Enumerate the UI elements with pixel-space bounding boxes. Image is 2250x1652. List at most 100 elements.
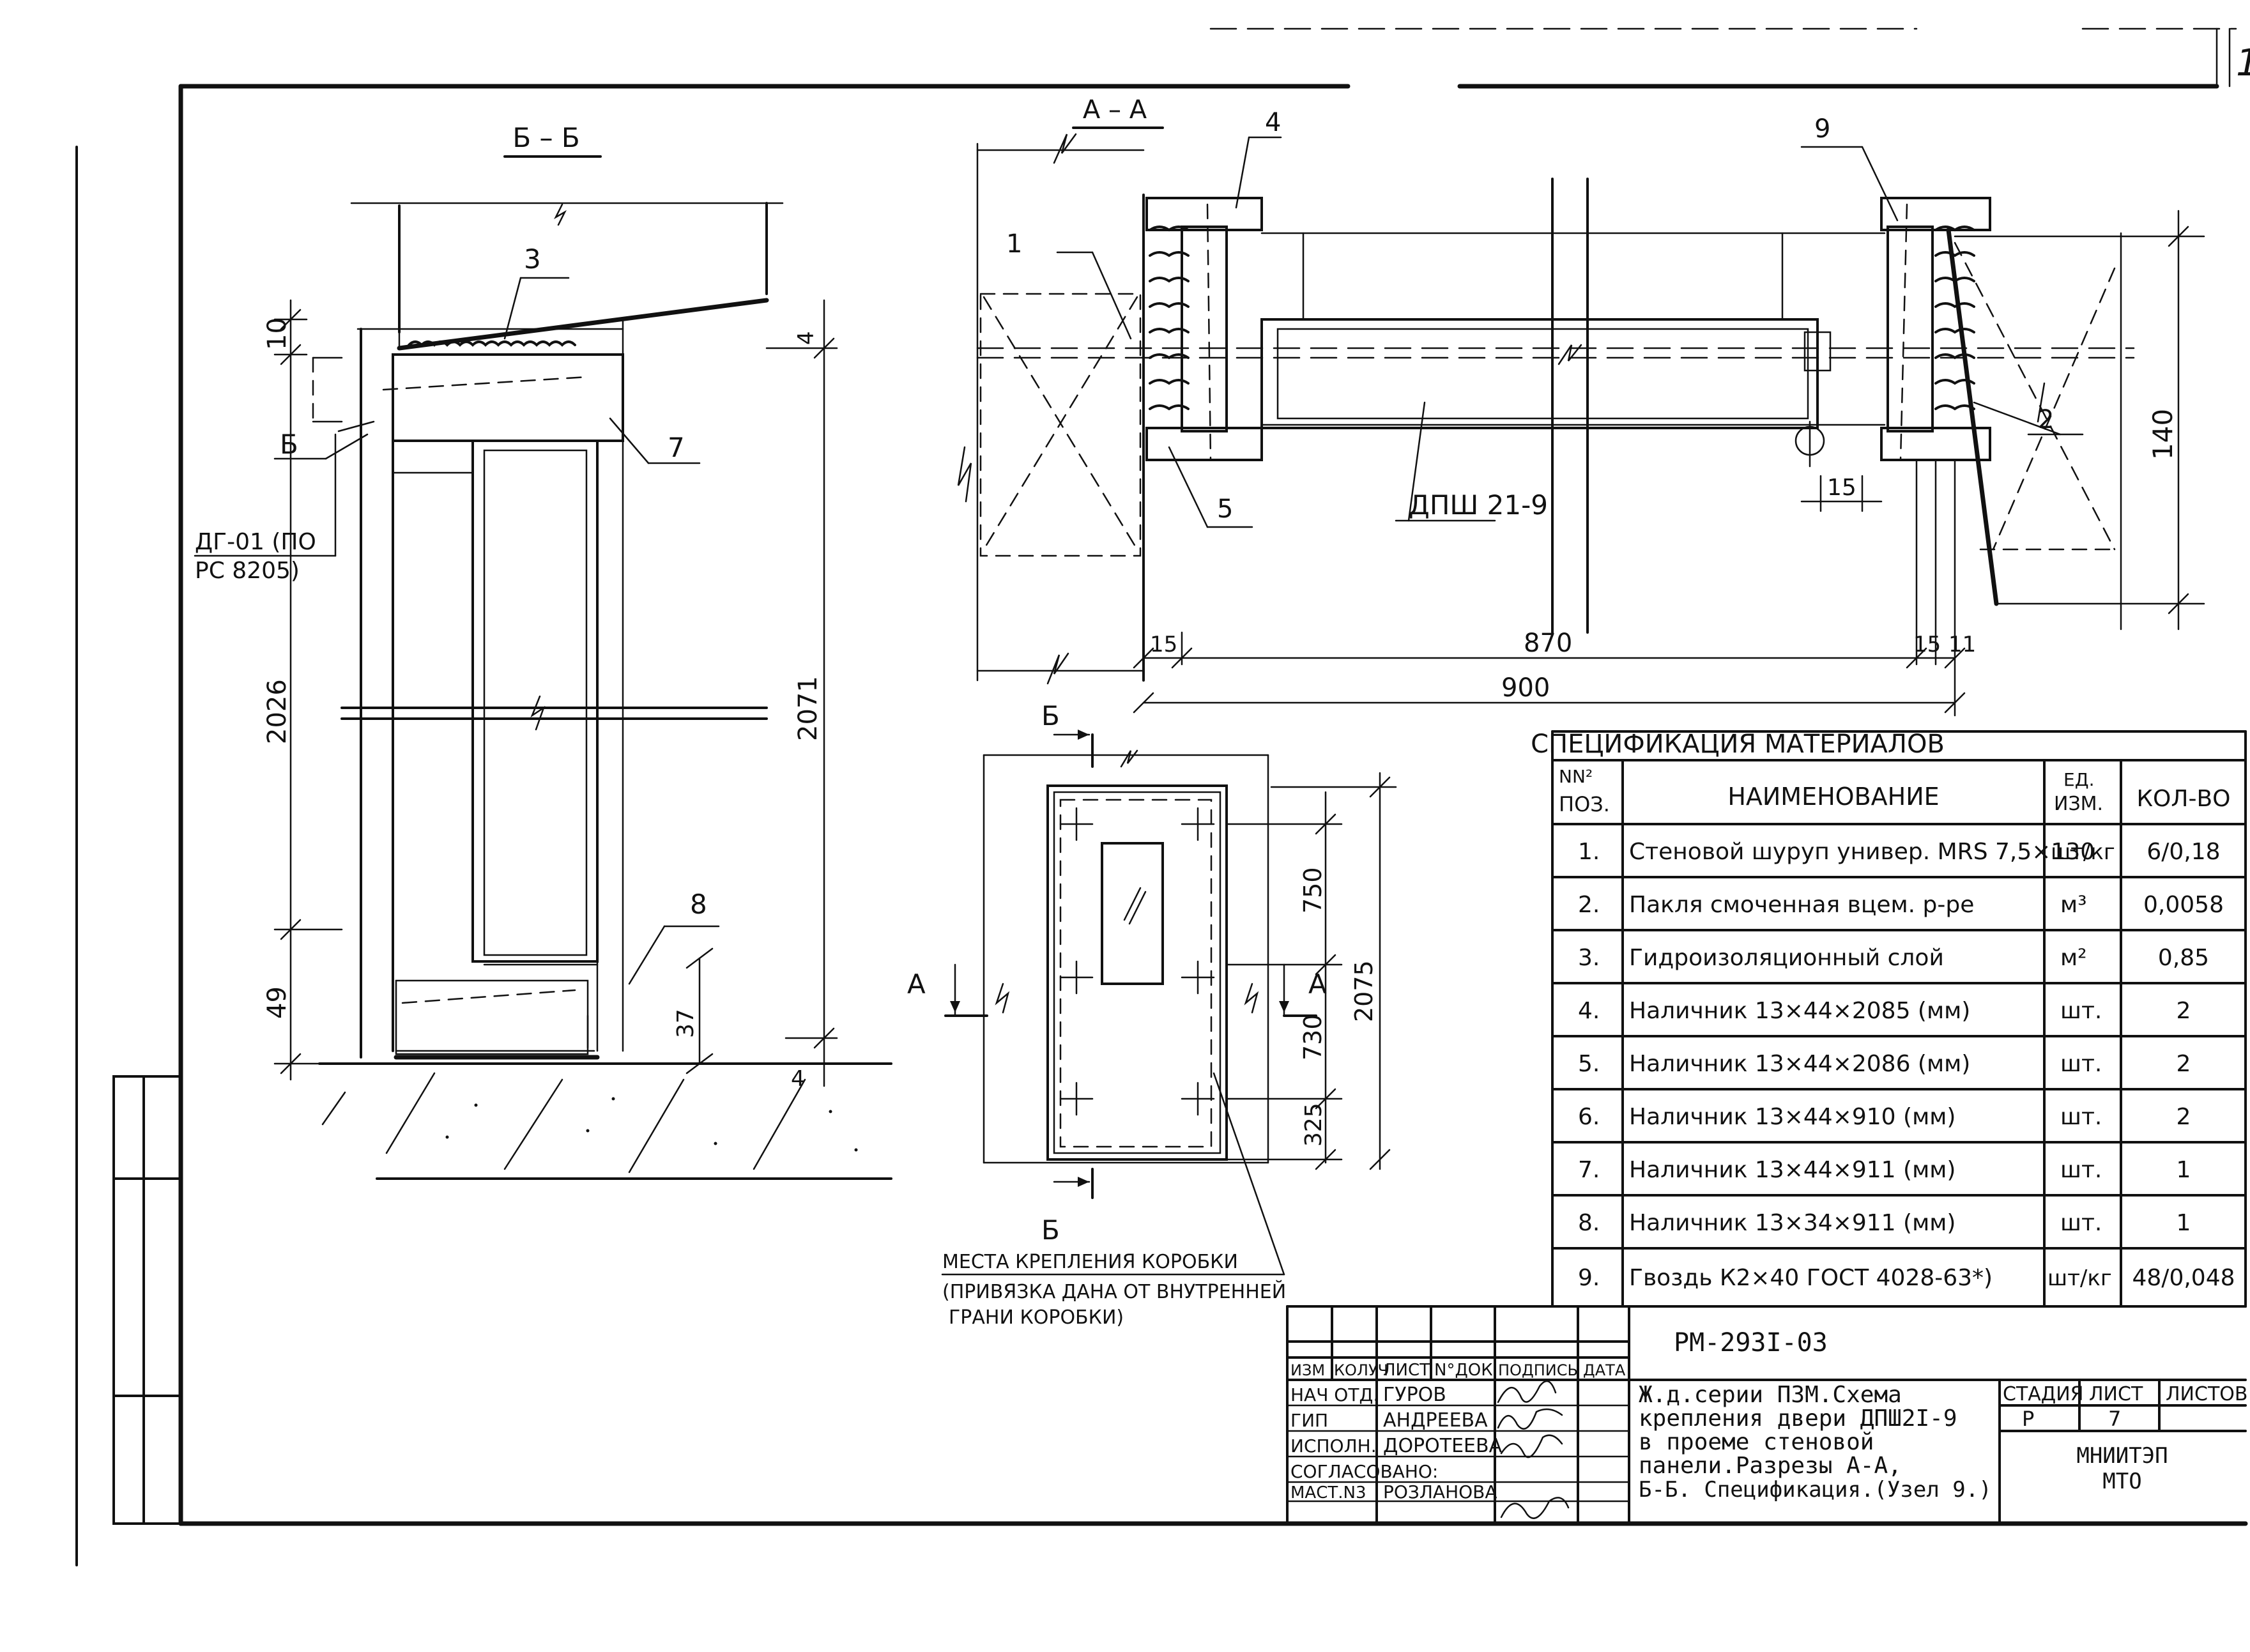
spec-row-qty: 1: [2177, 1210, 2191, 1236]
aa-dim-11: 11: [1948, 632, 1976, 657]
spec-row-num: 9.: [1578, 1265, 1600, 1291]
elev-dim-750: 750: [1299, 867, 1327, 914]
tb-role: ИСПОЛН.: [1290, 1435, 1377, 1457]
spec-row-unit: шт.: [2060, 1210, 2102, 1236]
tb-col-koluch: КОЛУЧ: [1334, 1361, 1388, 1379]
spec-row-qty: 0,0058: [2143, 892, 2224, 918]
spec-row-qty: 6/0,18: [2147, 839, 2220, 865]
spec-row-num: 7.: [1578, 1157, 1600, 1183]
spec-row-name: Пакля смоченная вцем. р-ре: [1629, 892, 1974, 918]
aa-door-label: ДПШ 21-9: [1409, 489, 1548, 521]
spec-row-name: Наличник 13×44×2085 (мм): [1629, 998, 1970, 1024]
elev-dim-325: 325: [1301, 1103, 1327, 1147]
bb-pos-3: 3: [524, 243, 541, 275]
aa-pos-9: 9: [1814, 114, 1830, 144]
spec-row-unit: шт.: [2060, 1157, 2102, 1183]
tb-desc-line: Ж.д.серии П3М.Схема: [1639, 1382, 1902, 1408]
aa-pos-2: 2: [2038, 405, 2054, 434]
tb-org-2: МТО: [2102, 1469, 2141, 1494]
tb-org-1: МНИИТЭП: [2076, 1443, 2168, 1469]
tb-name: ГУРОВ: [1383, 1384, 1446, 1406]
spec-row-unit: шт/кг: [2047, 1266, 2112, 1291]
spec-row-unit: шт.: [2060, 1104, 2102, 1130]
bb-dim-4b: 4: [791, 1066, 805, 1092]
aa-pos-1: 1: [1006, 229, 1022, 259]
aa-dim-900: 900: [1501, 673, 1550, 703]
bb-cut-b: Б: [280, 429, 298, 460]
section-aa: А – А ДПШ 21-9: [957, 95, 2205, 717]
tb-desc-line: Б-Б. Спецификация.(Узел 9.): [1639, 1477, 1992, 1503]
tb-desc-line: крепления двери ДПШ2I-9: [1639, 1405, 1957, 1432]
bb-dim-4: 4: [793, 331, 819, 345]
spec-row-qty: 1: [2177, 1157, 2191, 1183]
elev-cut-b-top: Б: [1041, 700, 1060, 731]
spec-row-num: 3.: [1578, 945, 1600, 971]
bb-pos-7: 7: [668, 432, 685, 463]
bb-dim-2026: 2026: [263, 679, 292, 744]
sheet-frame: 1: [75, 27, 2250, 1566]
spec-row-qty: 2: [2177, 1051, 2191, 1077]
spec-row-name: Наличник 13×44×2086 (мм): [1629, 1051, 1970, 1077]
section-bb-title: Б – Б: [512, 122, 579, 153]
spec-hdr-unit-1: ЕД.: [2063, 769, 2094, 790]
tb-col-list: ЛИСТ: [1383, 1361, 1430, 1380]
spec-row-name: Наличник 13×44×911 (мм): [1629, 1157, 1955, 1183]
spec-row-qty: 0,85: [2158, 945, 2209, 971]
aa-dim-15a: 15: [1150, 632, 1177, 657]
spec-row-qty: 2: [2177, 998, 2191, 1024]
spec-row-name: Гидроизоляционный слой: [1629, 945, 1944, 971]
aa-pos-5: 5: [1217, 494, 1233, 524]
spec-row-name: Наличник 13×44×910 (мм): [1629, 1104, 1955, 1130]
tb-desc-line: панели.Разрезы А-А,: [1639, 1453, 1902, 1479]
spec-row-num: 2.: [1578, 892, 1600, 918]
elev-dim-730: 730: [1299, 1014, 1327, 1060]
tb-role: ГИП: [1290, 1410, 1328, 1431]
spec-hdr-unit-2: ИЗМ.: [2054, 793, 2103, 815]
bb-hinge-label-2: РС 8205): [195, 558, 300, 584]
bb-dim-10: 10: [263, 317, 292, 350]
aa-dim-140: 140: [2147, 409, 2178, 460]
spec-row-num: 8.: [1578, 1210, 1600, 1236]
bb-dim-2071: 2071: [793, 676, 823, 741]
section-bb: Б – Б: [194, 122, 892, 1180]
spec-row-qty: 48/0,048: [2132, 1265, 2235, 1291]
spec-row-qty: 2: [2177, 1104, 2191, 1130]
doc-code: РМ-293I-03: [1674, 1328, 1828, 1358]
spec-row-unit: м²: [2060, 945, 2087, 971]
tb-role: СОГЛАСОВАНО:: [1290, 1461, 1438, 1482]
elev-note-2: (ПРИВЯЗКА ДАНА ОТ ВНУТРЕННЕЙ: [942, 1280, 1286, 1303]
spec-row-name: Наличник 13×34×911 (мм): [1629, 1210, 1955, 1236]
spec-row-unit: шт.: [2060, 998, 2102, 1024]
spec-row-num: 4.: [1578, 998, 1600, 1024]
spec-row-num: 1.: [1578, 839, 1600, 865]
tb-col-podpis: ПОДПИСЬ: [1498, 1361, 1578, 1379]
spec-row-unit: м³: [2060, 892, 2087, 918]
bb-dim-37: 37: [673, 1009, 699, 1038]
spec-row-unit: шт/кг: [2051, 839, 2115, 865]
section-aa-title: А – А: [1083, 95, 1147, 125]
tb-stage-value: Р: [2022, 1407, 2034, 1431]
elev-note-3: ГРАНИ КОРОБКИ): [949, 1306, 1124, 1329]
spec-hdr-num-2: ПОЗ.: [1559, 792, 1610, 816]
door-elevation: Б Б А А 750 730 325 2075 МЕСТА КРЕПЛ: [907, 700, 1397, 1329]
spec-hdr-qty: КОЛ-ВО: [2137, 786, 2231, 812]
tb-sheet-label: ЛИСТ: [2089, 1383, 2143, 1405]
elev-cut-b-bottom: Б: [1041, 1214, 1060, 1246]
spec-row-num: 5.: [1578, 1051, 1600, 1077]
bb-hinge-label-1: ДГ-01 (ПО: [195, 529, 316, 555]
elev-dim-2075: 2075: [1350, 960, 1378, 1022]
aa-dim-15b: 15: [1913, 632, 1941, 657]
spec-hdr-name: НАИМЕНОВАНИЕ: [1727, 783, 1939, 811]
tb-sheets-label: ЛИСТОВ: [2166, 1383, 2247, 1405]
spec-title: СПЕЦИФИКАЦИЯ МАТЕРИАЛОВ: [1531, 730, 1945, 759]
sheet-corner-number: 1: [2236, 41, 2250, 84]
spec-row-name: Стеновой шуруп универ. MRS 7,5×130: [1629, 839, 2095, 865]
spec-hdr-num-1: NN²: [1559, 766, 1593, 787]
tb-name: АНДРЕЕВА: [1383, 1409, 1488, 1432]
tb-sheet-value: 7: [2108, 1407, 2121, 1431]
aa-pos-4: 4: [1265, 108, 1281, 137]
tb-role: МАСТ.N3: [1290, 1483, 1366, 1503]
spec-row-num: 6.: [1578, 1104, 1600, 1130]
tb-stage-label: СТАДИЯ: [2003, 1383, 2084, 1405]
